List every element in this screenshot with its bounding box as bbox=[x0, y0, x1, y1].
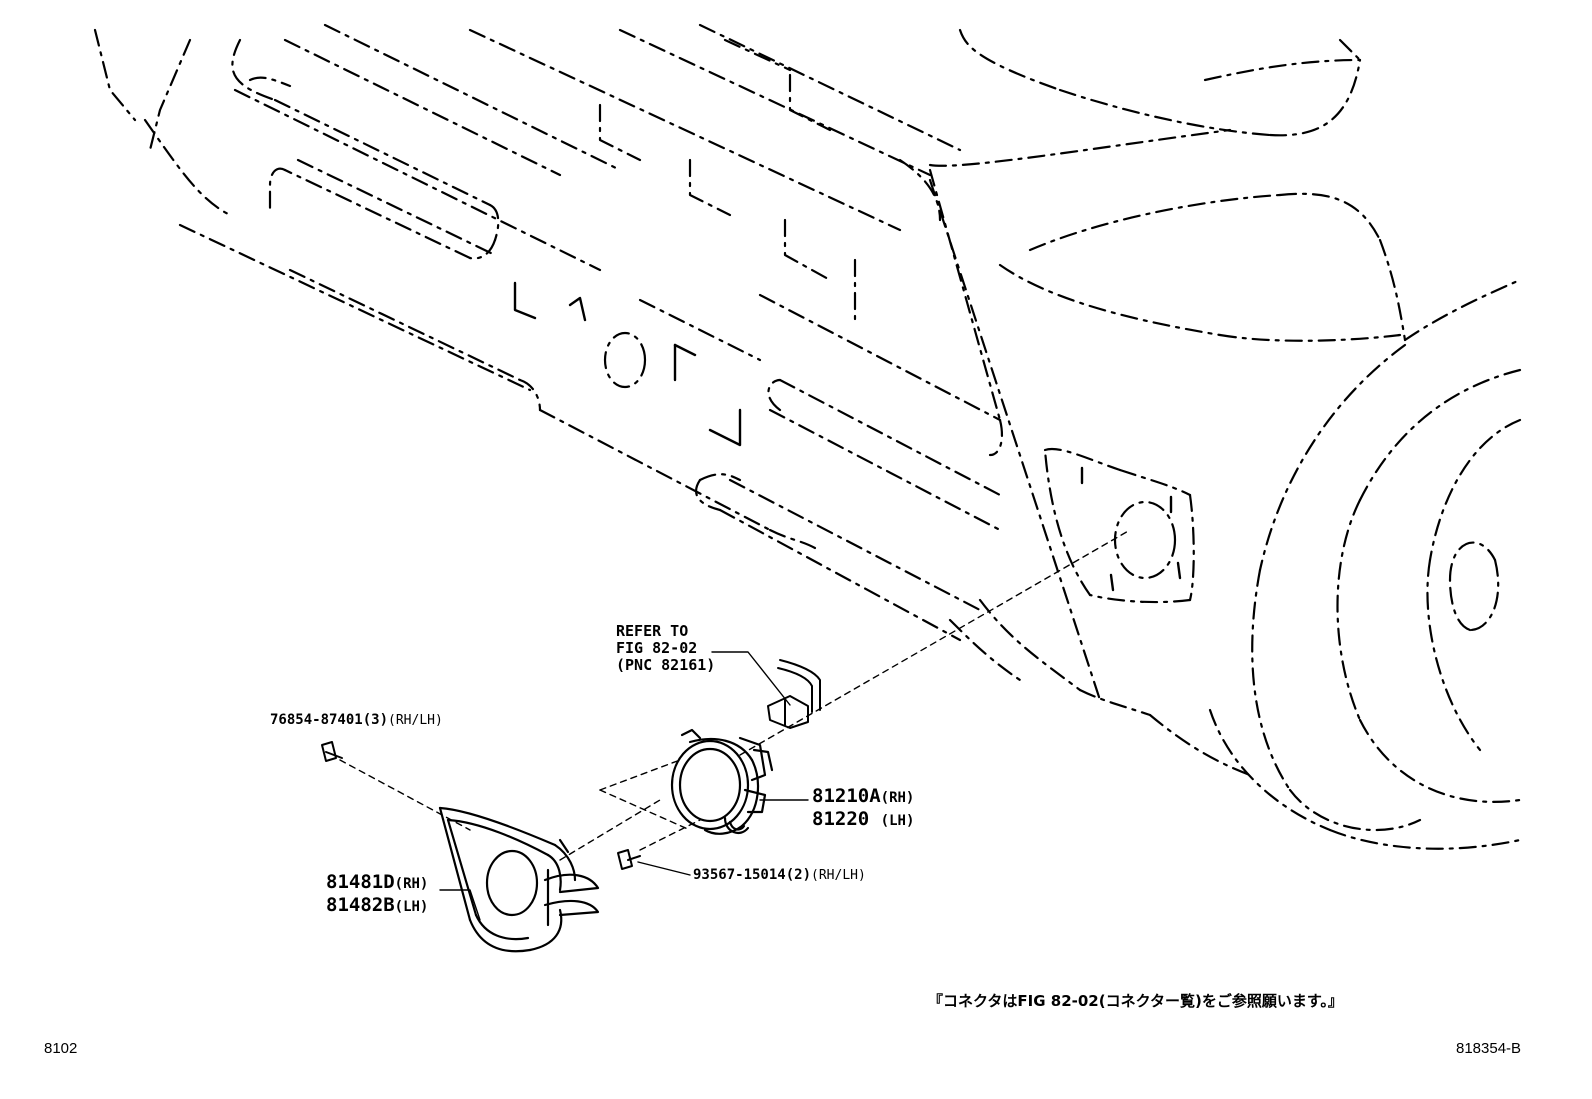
callout-fog-lamp: 81210A(RH) 81220 (LH) bbox=[812, 786, 914, 832]
callout-cover: 81481D(RH) 81482B(LH) bbox=[326, 872, 428, 918]
refer-line-1: REFER TO bbox=[616, 622, 689, 640]
refer-line-3: (PNC 82161) bbox=[616, 656, 716, 674]
refer-note: REFER TO FIG 82-02 (PNC 82161) bbox=[616, 623, 715, 674]
connector-note: 『コネクタはFIG 82-02(コネクター覧)をご参照願います。』 bbox=[928, 992, 1343, 1010]
fog-lamp-cover bbox=[438, 806, 600, 953]
fog-lamp-rh-number: 81210A bbox=[812, 785, 881, 807]
clip-76854 bbox=[321, 741, 343, 762]
mount-slots bbox=[513, 281, 1182, 592]
clip-side: (RH/LH) bbox=[388, 713, 443, 728]
illustration-id: 818354-B bbox=[1456, 1040, 1522, 1057]
cover-lh-number: 81482B bbox=[326, 894, 395, 916]
screw-side: (RH/LH) bbox=[811, 868, 866, 883]
connector-82161 bbox=[767, 659, 821, 729]
leader-lines bbox=[439, 651, 809, 921]
assembly-lines bbox=[339, 529, 1131, 861]
clip-part-number: 76854-87401(3) bbox=[270, 712, 389, 728]
screw-93567 bbox=[617, 849, 641, 870]
vehicle-body-outline bbox=[93, 23, 1522, 850]
cover-rh-number: 81481D bbox=[326, 871, 395, 893]
callout-clip: 76854-87401(3)(RH/LH) bbox=[270, 712, 443, 729]
cover-rh-side: (RH) bbox=[394, 876, 429, 892]
fog-lamp-assembly bbox=[670, 728, 774, 835]
fog-lamp-lh-number: 81220 bbox=[812, 808, 870, 830]
fog-lamp-rh-side: (RH) bbox=[880, 790, 915, 806]
cover-lh-side: (LH) bbox=[394, 899, 429, 915]
refer-line-2: FIG 82-02 bbox=[616, 639, 698, 657]
callout-screw: 93567-15014(2)(RH/LH) bbox=[693, 867, 866, 884]
figure-number: 8102 bbox=[44, 1040, 78, 1057]
screw-part-number: 93567-15014(2) bbox=[693, 867, 812, 883]
fog-lamp-lh-side: (LH) bbox=[880, 813, 915, 829]
